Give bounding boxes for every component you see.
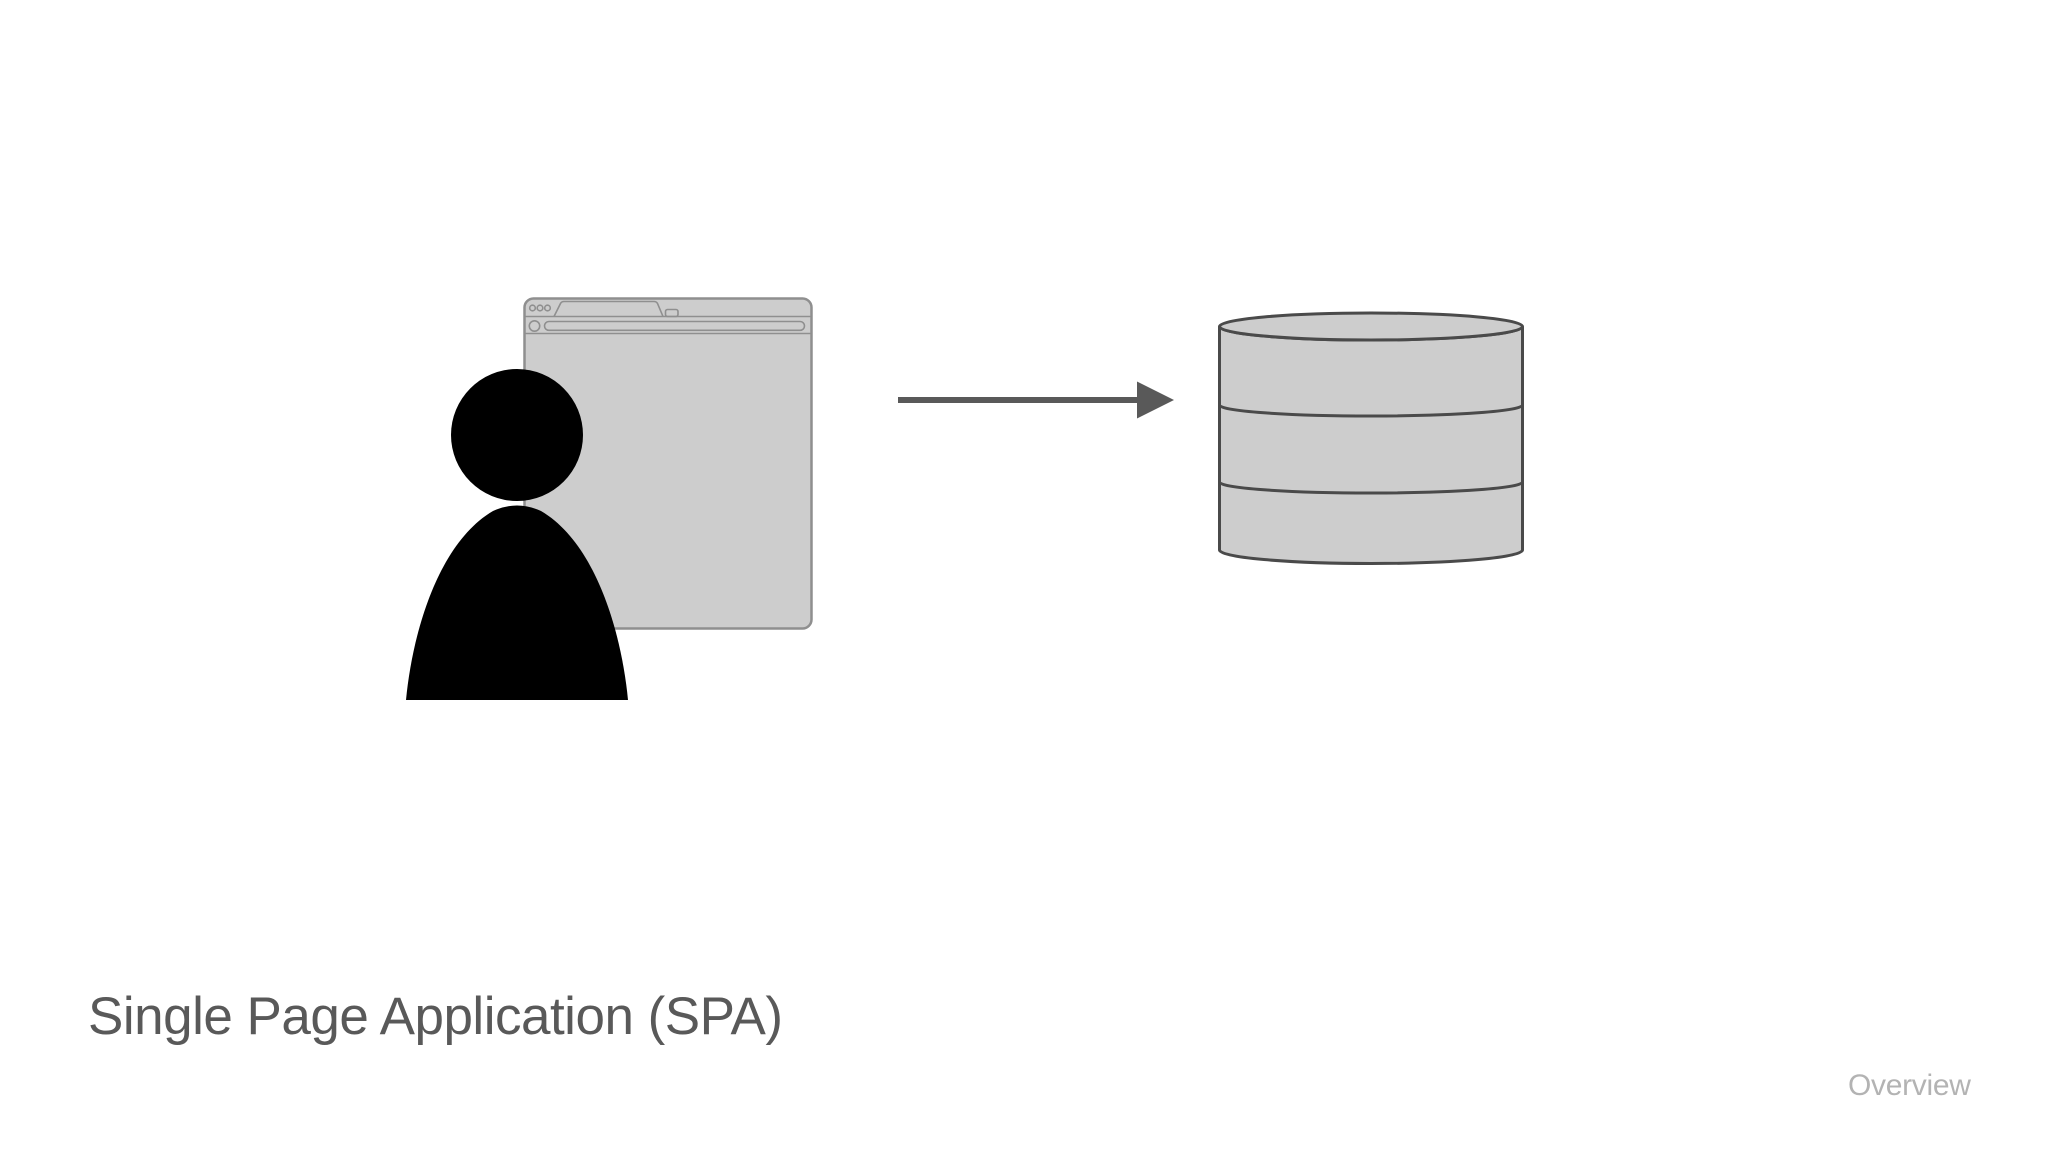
arrow-head — [1137, 381, 1174, 419]
browser-reload-icon — [528, 319, 541, 332]
browser-window-controls-icon — [528, 304, 552, 312]
database-top — [1218, 311, 1524, 342]
person-silhouette-icon — [406, 369, 628, 700]
database-divider-2 — [1218, 481, 1524, 495]
person-body — [406, 505, 628, 700]
browser-address-bar — [543, 320, 806, 332]
browser-tab-icon — [553, 300, 664, 317]
watermark-label: Overview — [1848, 1069, 1971, 1102]
database-divider-1 — [1218, 404, 1524, 418]
database-cylinder-icon — [1218, 311, 1524, 565]
arrow-right-connector — [898, 381, 1174, 419]
slide-title: Single Page Application (SPA) — [88, 987, 783, 1046]
person-head — [451, 369, 583, 501]
database-body — [1218, 325, 1524, 565]
browser-window-icon — [523, 297, 813, 630]
